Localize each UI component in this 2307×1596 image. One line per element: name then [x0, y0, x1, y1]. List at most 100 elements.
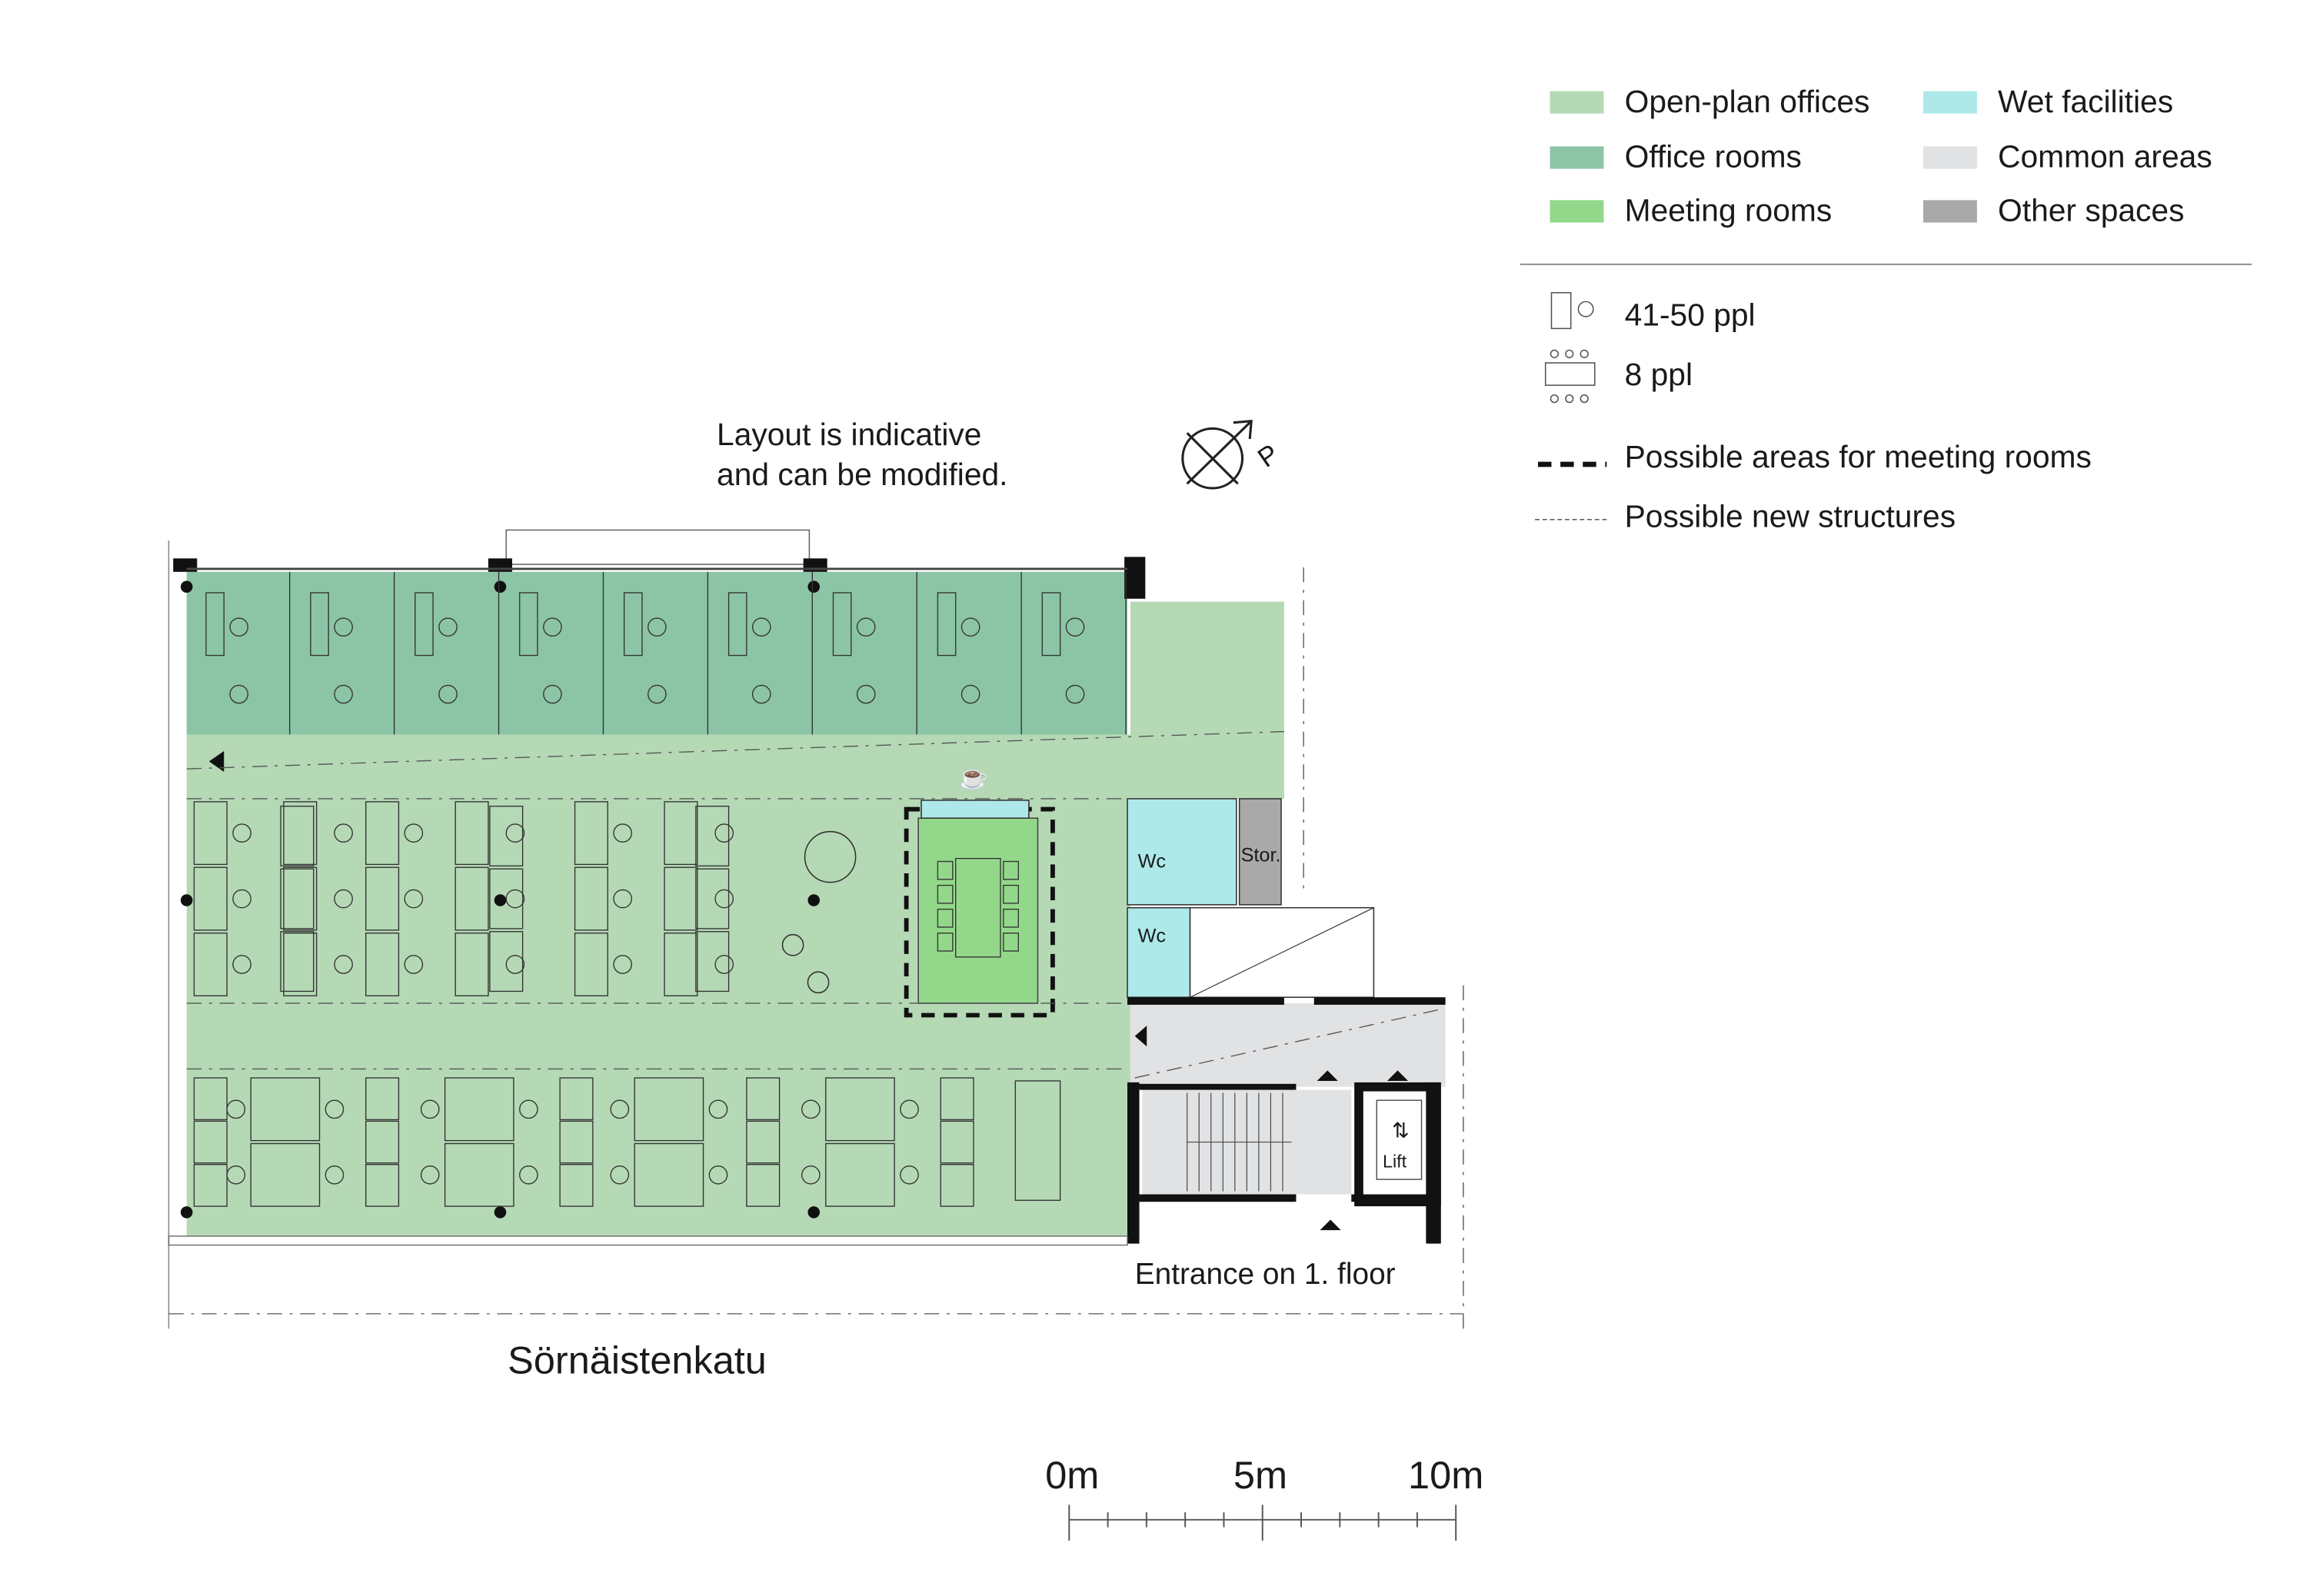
- desk: [634, 1142, 704, 1207]
- desk: [634, 1077, 704, 1142]
- chair: [613, 889, 633, 909]
- chair: [420, 1165, 440, 1185]
- desk: [574, 801, 608, 866]
- desk: [825, 1142, 895, 1207]
- desk: [193, 801, 228, 866]
- chair: [226, 1165, 246, 1185]
- desk: [746, 1164, 781, 1207]
- legend-label-8-ppl: 8 ppl: [1625, 357, 1693, 392]
- chair: [801, 1099, 821, 1119]
- column: [807, 894, 821, 906]
- column: [494, 894, 507, 906]
- chair: [232, 823, 251, 843]
- desk: [280, 868, 315, 929]
- desk-symbol-icon: [1550, 291, 1594, 330]
- desk: [365, 933, 400, 996]
- desk: [559, 1120, 594, 1164]
- kitchenette: [920, 800, 1030, 819]
- scale-label-5: 5m: [1233, 1453, 1287, 1497]
- chair: [334, 889, 353, 909]
- chair: [543, 684, 562, 704]
- entrance-label: Entrance on 1. floor: [1135, 1258, 1396, 1291]
- wc-label-1: Wc: [1138, 850, 1166, 872]
- desk: [280, 931, 315, 993]
- chair: [229, 617, 249, 637]
- desk: [193, 866, 228, 931]
- chair: [751, 617, 771, 637]
- desk: [454, 801, 489, 866]
- chair: [325, 1165, 345, 1185]
- desk: [193, 1077, 228, 1121]
- desk: [365, 801, 400, 866]
- chair: [543, 617, 562, 637]
- street-name: Sörnäistenkatu: [508, 1338, 767, 1382]
- column: [494, 580, 507, 594]
- workstations: [193, 571, 1127, 1207]
- desk: [559, 1164, 594, 1207]
- chair: [404, 823, 424, 843]
- meeting-table: [955, 857, 1001, 958]
- desk: [664, 866, 698, 931]
- chair: [1003, 884, 1019, 904]
- chair: [404, 955, 424, 974]
- chair: [610, 1099, 630, 1119]
- desk: [454, 933, 489, 996]
- sofa: [1014, 1080, 1061, 1201]
- desk: [454, 866, 489, 931]
- column: [807, 1206, 821, 1219]
- chair: [647, 684, 667, 704]
- legend-label-new-structures: Possible new structures: [1625, 499, 1956, 534]
- desk: [444, 1077, 514, 1142]
- meeting-table-symbol-icon: [1544, 349, 1596, 404]
- chair: [647, 617, 667, 637]
- chair: [751, 684, 771, 704]
- desk: [832, 592, 852, 657]
- chair: [937, 933, 954, 952]
- desk: [695, 931, 730, 993]
- desk: [280, 806, 315, 867]
- chair: [334, 684, 353, 704]
- chair: [610, 1165, 630, 1185]
- chair: [801, 1165, 821, 1185]
- desk: [489, 806, 524, 867]
- desk: [193, 1120, 228, 1164]
- legend-swatch-other: [1922, 200, 1977, 223]
- legend-label-meeting-areas: Possible areas for meeting rooms: [1625, 439, 2092, 474]
- open-plan-corridor: [1127, 734, 1284, 799]
- storage-label: Stor.: [1241, 845, 1281, 866]
- office-rooms-area: [186, 571, 1128, 735]
- desk: [193, 933, 228, 996]
- column: [494, 1206, 507, 1219]
- desk: [746, 1120, 781, 1164]
- desk: [664, 801, 698, 866]
- chair: [714, 889, 734, 909]
- column: [180, 580, 193, 594]
- chair: [404, 889, 424, 909]
- desk: [365, 1077, 400, 1121]
- chair: [714, 955, 734, 974]
- legend-swatch-wet: [1922, 91, 1977, 114]
- desk: [940, 1077, 974, 1121]
- desk: [250, 1077, 321, 1142]
- chair: [232, 889, 251, 909]
- scale-label-0: 0m: [1045, 1453, 1099, 1497]
- compass-label: P: [1253, 438, 1284, 473]
- building: ☕ ⇅: [168, 529, 1464, 1329]
- legend-label-open-plan: Open-plan offices: [1625, 84, 1870, 119]
- chair: [325, 1099, 345, 1119]
- legend-swatch-office-rooms: [1550, 146, 1604, 169]
- scale-label-10: 10m: [1408, 1453, 1483, 1497]
- chair: [505, 955, 525, 974]
- wc-area-1: [1127, 798, 1237, 906]
- legend-label-office-rooms: Office rooms: [1625, 139, 1802, 175]
- chair: [1003, 860, 1019, 880]
- desk: [623, 592, 643, 657]
- legend-label-41-50: 41-50 ppl: [1625, 297, 1756, 332]
- desk: [574, 933, 608, 996]
- storage-room: [1238, 798, 1282, 906]
- scale-bar: 0m 5m 10m: [1045, 1453, 1483, 1541]
- desk: [489, 931, 524, 993]
- chair: [856, 684, 876, 704]
- legend-label-meeting-rooms: Meeting rooms: [1625, 193, 1833, 228]
- legend-swatch-open-plan: [1550, 91, 1604, 114]
